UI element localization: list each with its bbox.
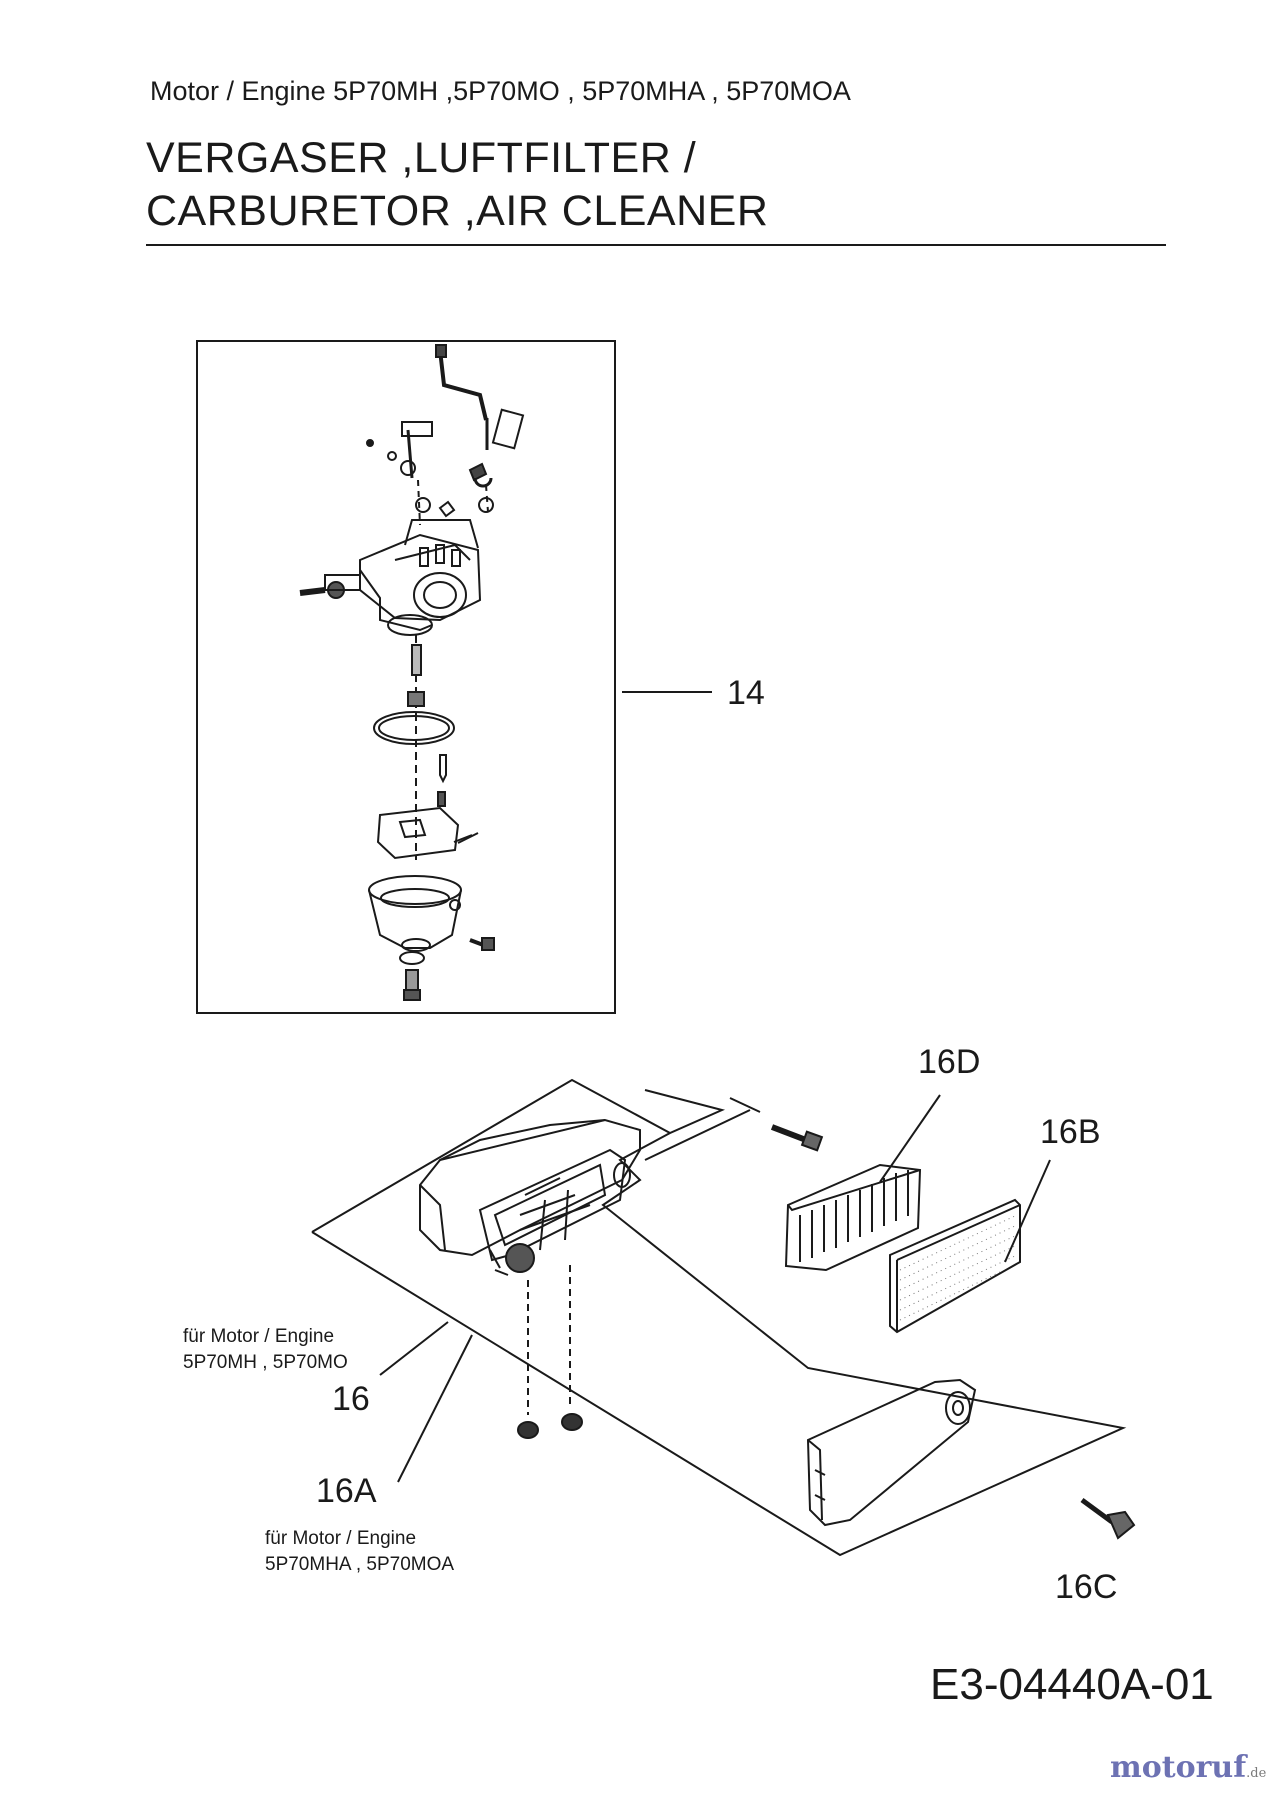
note-16a-applicability: für Motor / Engine 5P70MHA , 5P70MOA — [265, 1526, 454, 1578]
pleated-filter-illustration — [784, 1163, 922, 1272]
motoruf-logo: motoruf.de — [1110, 1750, 1266, 1785]
carburetor-illustration — [299, 344, 525, 1001]
page-title-line-1: VERGASER ,LUFTFILTER / — [146, 134, 697, 182]
note-16-applicability: für Motor / Engine 5P70MH , 5P70MO — [183, 1324, 348, 1376]
carburetor-assembly-box — [196, 340, 616, 1014]
note-16-line-2: 5P70MH , 5P70MO — [183, 1352, 348, 1373]
foam-prefilter-illustration — [889, 1198, 1021, 1334]
callout-16d: 16D — [918, 1043, 981, 1081]
page-title-line-2: CARBURETOR ,AIR CLEANER — [146, 187, 769, 235]
note-16a-line-1: für Motor / Engine — [265, 1528, 417, 1549]
leader-line-16d — [879, 1094, 941, 1183]
callout-16c: 16C — [1055, 1568, 1118, 1606]
logo-suffix: .de — [1246, 1766, 1267, 1781]
knob-screw-illustration — [1080, 1497, 1136, 1540]
engine-subtitle: Motor / Engine 5P70MH ,5P70MO , 5P70MHA … — [150, 76, 851, 106]
air-cleaner-base-illustration — [419, 1118, 641, 1439]
leader-line-16b — [1004, 1159, 1051, 1263]
callout-16: 16 — [332, 1380, 370, 1418]
foam-prefilter-texture — [899, 1214, 1018, 1321]
diagram-code: E3-04440A-01 — [930, 1660, 1214, 1709]
logo-text: motoruf — [1110, 1750, 1247, 1785]
air-cleaner-outline — [311, 1078, 1127, 1557]
callout-16b: 16B — [1040, 1113, 1101, 1151]
title-underline — [146, 244, 1166, 246]
bolt-illustration — [770, 1124, 824, 1152]
leader-line-16a — [397, 1334, 473, 1483]
air-cleaner-cover-illustration — [806, 1378, 977, 1527]
note-16-line-1: für Motor / Engine — [183, 1326, 335, 1347]
callout-16a: 16A — [316, 1472, 377, 1510]
note-16a-line-2: 5P70MHA , 5P70MOA — [265, 1554, 455, 1575]
callout-14: 14 — [727, 674, 765, 712]
leader-line-16 — [379, 1321, 449, 1376]
